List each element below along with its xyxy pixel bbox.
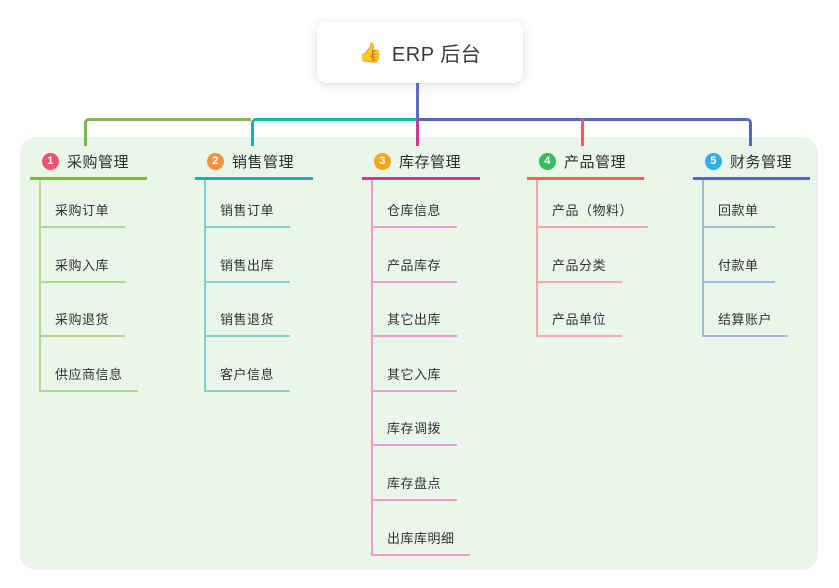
child-node-label: 销售订单 [220, 203, 275, 218]
branch-header-3[interactable]: 3 库存管理 [362, 146, 480, 180]
child-node-label: 采购退货 [55, 312, 110, 327]
child-node-label: 其它出库 [387, 312, 442, 327]
branch-label: 产品管理 [564, 154, 627, 171]
child-node[interactable]: 库存调拨 [371, 412, 457, 446]
branch-number-badge: 2 [207, 153, 224, 170]
child-node[interactable]: 出库库明细 [371, 522, 470, 556]
child-node[interactable]: 付款单 [702, 249, 775, 283]
child-node[interactable]: 仓库信息 [371, 194, 457, 228]
branch-number-badge: 4 [539, 153, 556, 170]
child-node[interactable]: 库存盘点 [371, 467, 457, 501]
branch-label: 财务管理 [730, 154, 793, 171]
child-node[interactable]: 销售退货 [204, 303, 290, 337]
branch-label: 采购管理 [67, 154, 130, 171]
child-node-label: 供应商信息 [55, 367, 123, 382]
child-node[interactable]: 销售出库 [204, 249, 290, 283]
branch-children-connector [702, 180, 704, 337]
child-node[interactable]: 销售订单 [204, 194, 290, 228]
child-node-label: 销售退货 [220, 312, 275, 327]
child-node-label: 客户信息 [220, 367, 275, 382]
child-node[interactable]: 产品库存 [371, 249, 457, 283]
child-node[interactable]: 回款单 [702, 194, 775, 228]
child-node[interactable]: 结算账户 [702, 303, 788, 337]
child-node-label: 其它入库 [387, 367, 442, 382]
branch-header-5[interactable]: 5 财务管理 [693, 146, 810, 180]
connector-branch-1 [84, 118, 251, 146]
child-node[interactable]: 采购入库 [39, 249, 125, 283]
branch-header-2[interactable]: 2 销售管理 [195, 146, 313, 180]
connector-branch-4 [581, 119, 584, 146]
child-node-label: 产品库存 [387, 258, 442, 273]
child-node[interactable]: 采购退货 [39, 303, 125, 337]
child-node[interactable]: 产品单位 [536, 303, 622, 337]
child-node-label: 库存盘点 [387, 476, 442, 491]
branch-label: 销售管理 [232, 154, 295, 171]
child-node-label: 库存调拨 [387, 421, 442, 436]
child-node-label: 出库库明细 [387, 531, 455, 546]
child-node[interactable]: 产品（物料） [536, 194, 648, 228]
child-node-label: 产品（物料） [552, 203, 634, 218]
branch-children-connector [536, 180, 538, 337]
child-node[interactable]: 客户信息 [204, 358, 290, 392]
branch-number-badge: 5 [705, 153, 722, 170]
connector-branch-3 [416, 119, 419, 146]
child-node-label: 产品分类 [552, 258, 607, 273]
child-node-label: 付款单 [718, 258, 759, 273]
branch-label: 库存管理 [399, 154, 462, 171]
child-node[interactable]: 采购订单 [39, 194, 125, 228]
child-node-label: 结算账户 [718, 312, 773, 327]
child-node-label: 回款单 [718, 203, 759, 218]
branch-number-badge: 1 [42, 153, 59, 170]
branch-children-connector [204, 180, 206, 392]
child-node[interactable]: 其它出库 [371, 303, 457, 337]
child-node-label: 采购订单 [55, 203, 110, 218]
branch-header-4[interactable]: 4 产品管理 [527, 146, 644, 180]
branch-children-connector [371, 180, 373, 556]
child-node[interactable]: 供应商信息 [39, 358, 138, 392]
mindmap-panel [20, 137, 818, 570]
child-node[interactable]: 其它入库 [371, 358, 457, 392]
branch-header-1[interactable]: 1 采购管理 [30, 146, 147, 180]
child-node-label: 销售出库 [220, 258, 275, 273]
child-node-label: 采购入库 [55, 258, 110, 273]
branch-number-badge: 3 [374, 153, 391, 170]
child-node[interactable]: 产品分类 [536, 249, 622, 283]
connector-branch-5 [419, 118, 752, 146]
connector-branch-2 [251, 118, 417, 146]
child-node-label: 仓库信息 [387, 203, 442, 218]
thumbs-up-icon: 👍 [358, 42, 383, 64]
root-node-label: ERP 后台 [391, 44, 482, 66]
root-node[interactable]: 👍 ERP 后台 [317, 22, 523, 83]
child-node-label: 产品单位 [552, 312, 607, 327]
branch-children-connector [39, 180, 41, 392]
root-connector-line [416, 83, 419, 119]
